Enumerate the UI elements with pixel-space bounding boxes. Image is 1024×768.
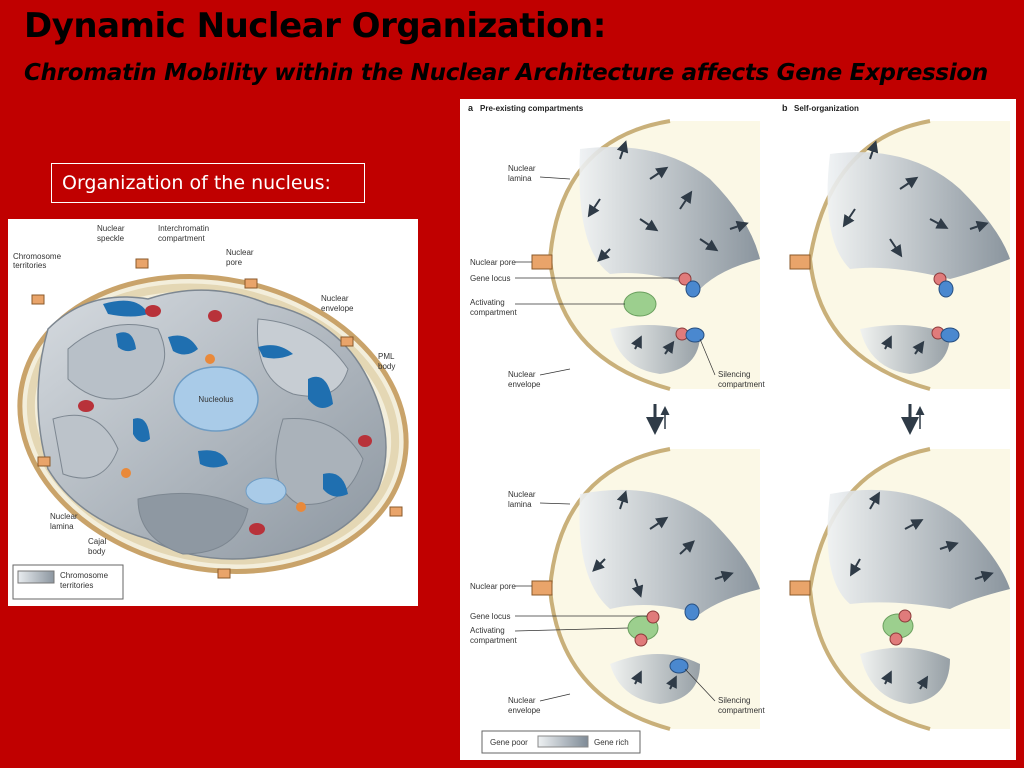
slide-title: Dynamic Nuclear Organization: (24, 6, 606, 46)
gene-density-legend: Gene poor Gene rich (481, 730, 641, 754)
chromatin-mobility-figure: a Pre-existing compartments b Self-organ… (460, 99, 1016, 760)
organization-label-box: Organization of the nucleus: (51, 163, 365, 203)
nuclear-pore (31, 258, 403, 579)
chromatin-motion-arrows (587, 140, 994, 690)
nuclear-speckle (323, 473, 348, 497)
nucleolus (245, 477, 287, 505)
nuclear-lamina (26, 283, 400, 565)
leader-lines (514, 176, 716, 702)
panel-b-letter: b (782, 103, 788, 113)
chromosome-territory (52, 414, 119, 479)
pml-body (208, 310, 222, 322)
nucleolus (173, 366, 259, 432)
chromosome-territory (256, 318, 349, 397)
label-nuclear-pore-top: Nuclear pore (470, 258, 516, 267)
nucleus-a-top (531, 119, 760, 391)
panel-a-letter: a (468, 103, 474, 113)
nuclear-speckle (258, 345, 293, 359)
panel-a-title: Pre-existing compartments (480, 104, 584, 113)
cajal-body (205, 354, 215, 364)
legend-gene-rich: Gene rich (594, 738, 629, 747)
nuclear-speckle (133, 418, 150, 443)
pml-body (78, 400, 94, 412)
nucleus-a-bottom (531, 447, 760, 731)
chromosome-territory (67, 324, 166, 400)
transition-arrows (646, 404, 925, 435)
organization-label: Organization of the nucleus: (62, 172, 331, 194)
nuclear-speckle (168, 335, 198, 355)
pml-body (249, 523, 265, 535)
pml-body (145, 305, 161, 317)
cajal-body (296, 502, 306, 512)
label-gene-locus-top: Gene locus (470, 274, 510, 283)
legend-gene-poor: Gene poor (490, 738, 528, 747)
label-nuclear-pore-bottom: Nuclear pore (470, 582, 516, 591)
panel-b-title: Self-organization (794, 104, 859, 113)
chromosome-territory (137, 492, 249, 555)
nuclear-speckle (198, 450, 228, 468)
nuclear-speckle (103, 300, 148, 317)
label-gene-locus-bottom: Gene locus (470, 612, 510, 621)
nucleolus-label: Nucleolus (198, 395, 233, 404)
cajal-body (121, 468, 131, 478)
nuclear-speckle (116, 332, 136, 352)
nuclear-speckle (308, 376, 333, 408)
chromatin-mobility-diagram: a Pre-existing compartments b Self-organ… (468, 103, 1010, 754)
nucleus-b-bottom (789, 447, 1010, 731)
slide-subtitle: Chromatin Mobility within the Nuclear Ar… (24, 60, 988, 86)
pml-body (358, 435, 372, 447)
nucleus-b-top (789, 119, 1010, 391)
